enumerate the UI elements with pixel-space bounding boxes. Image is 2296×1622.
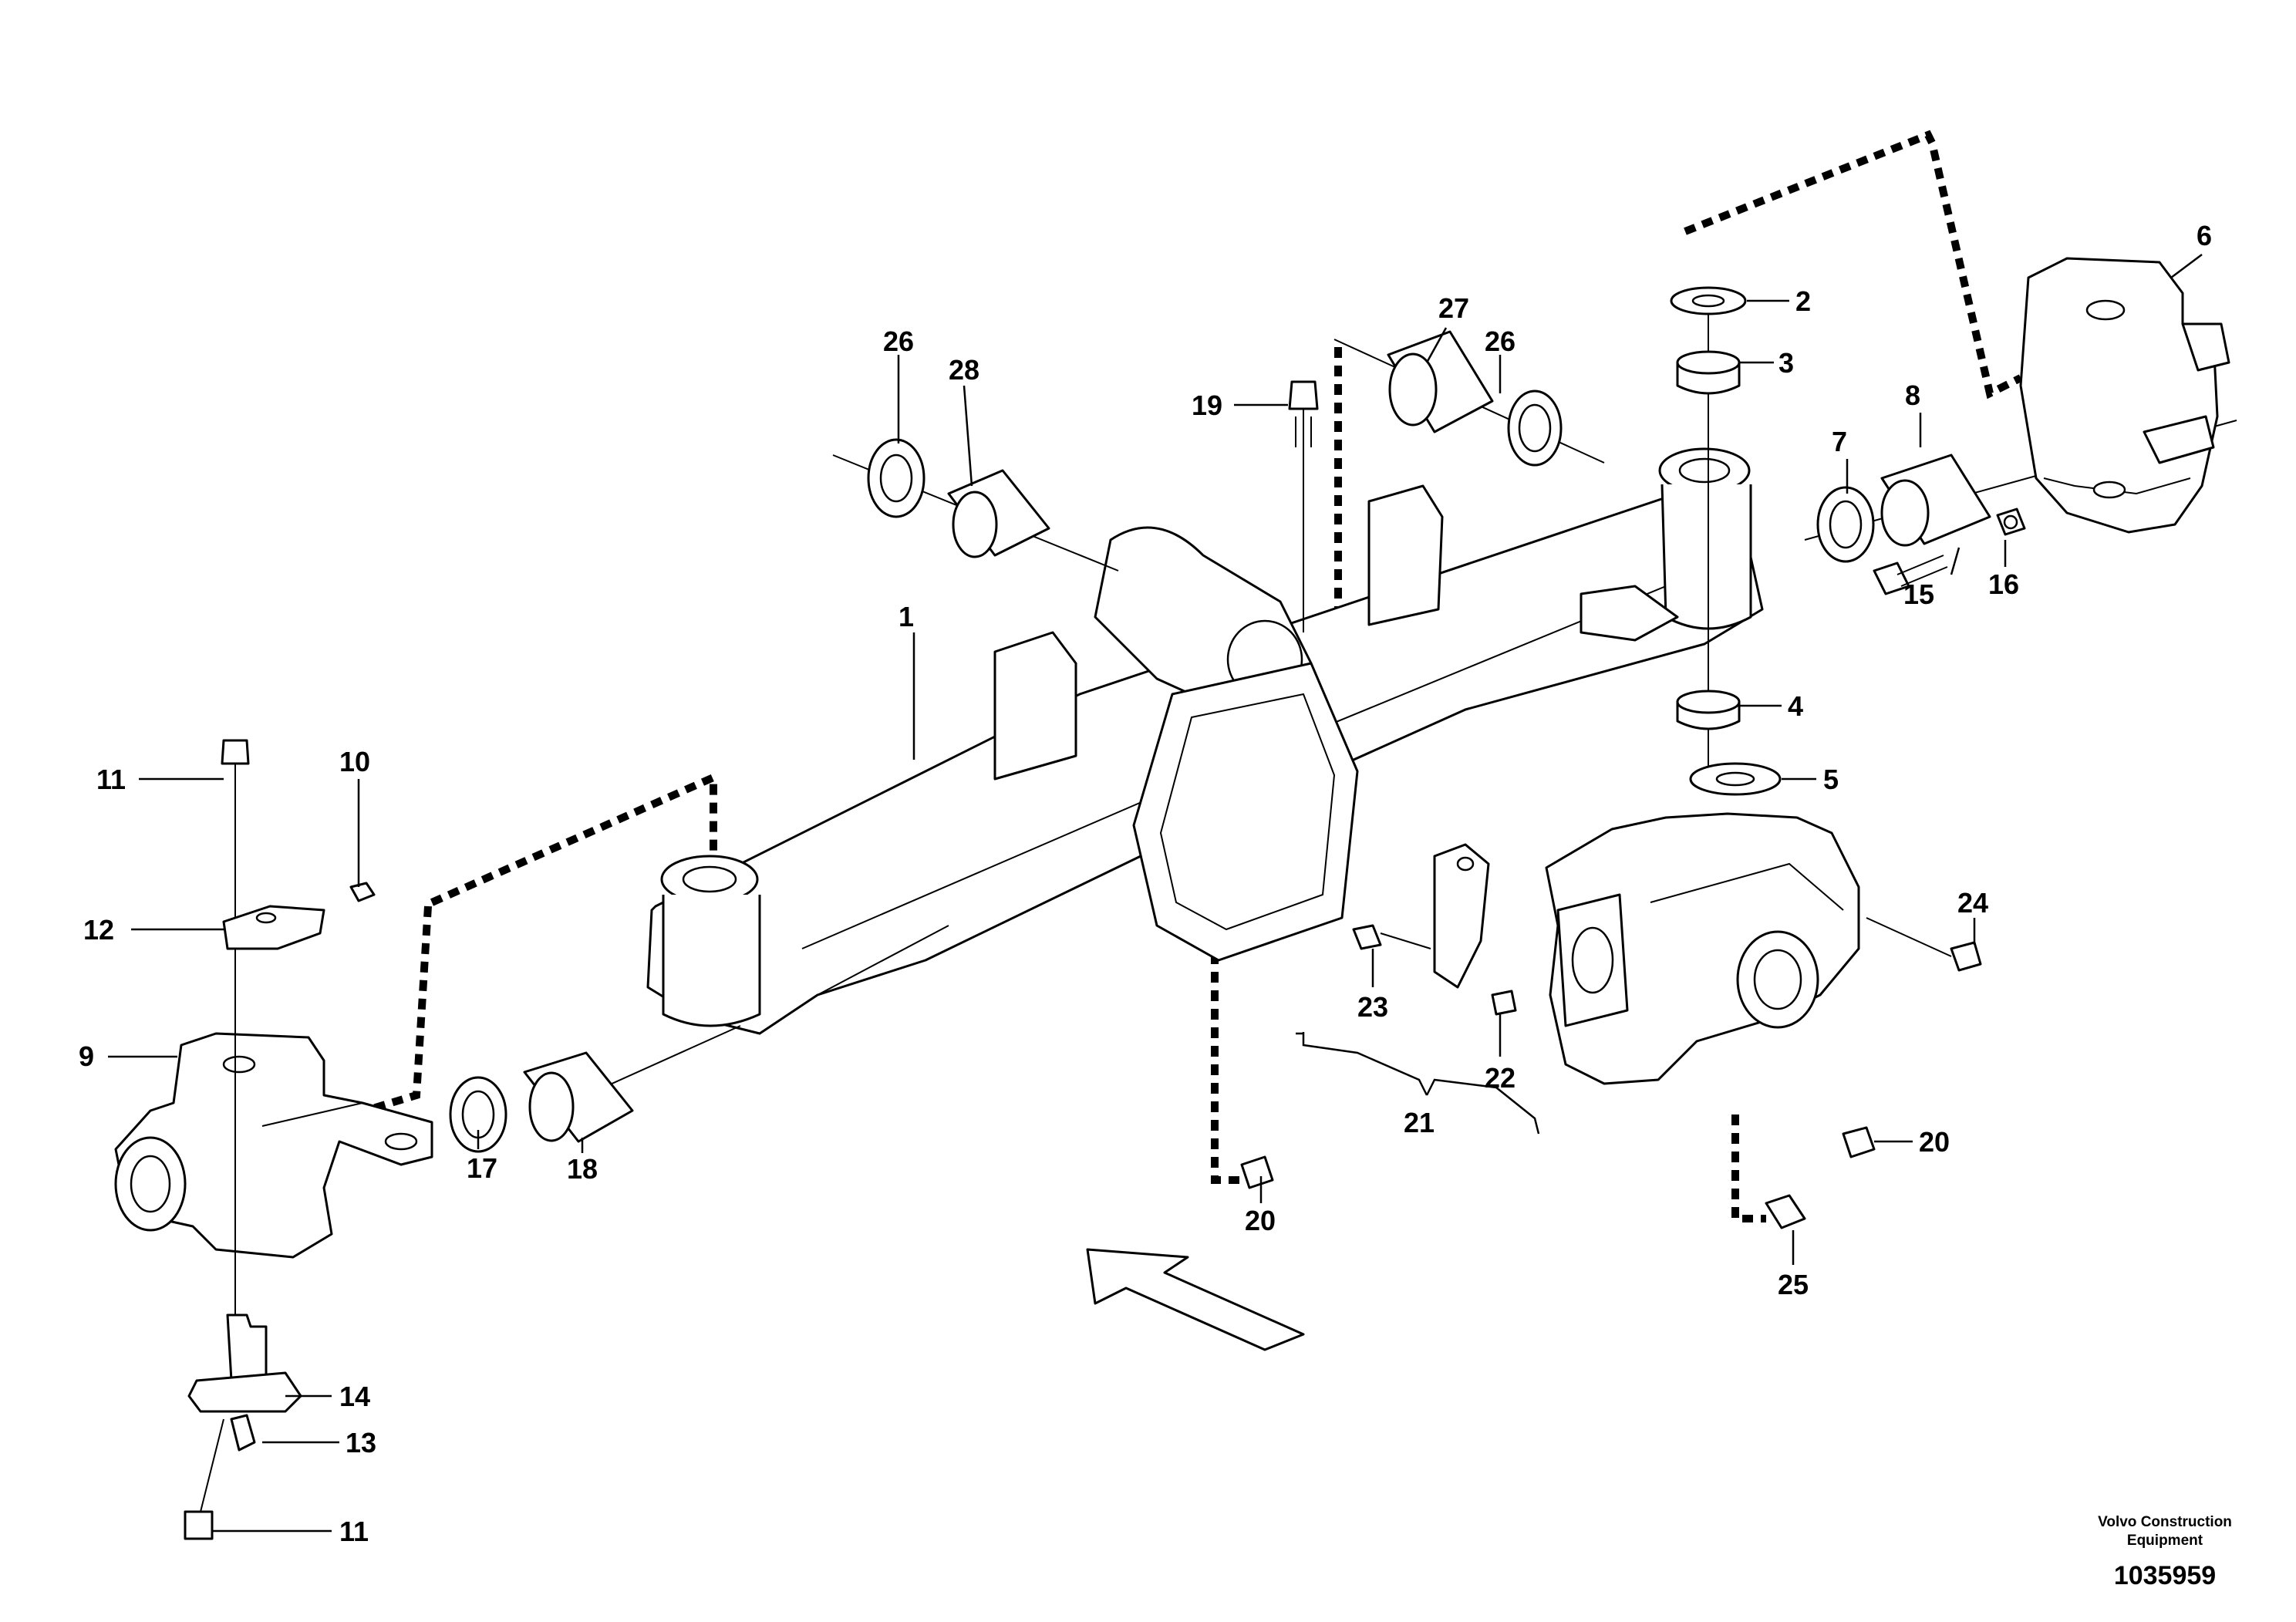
label-11-top: 11 [96, 764, 126, 795]
right-kingpin-parts [1670, 286, 1782, 796]
part-labels: 1 2 3 4 5 6 7 8 9 10 11 11 12 13 14 15 1… [79, 220, 2212, 1547]
label-22: 22 [1485, 1062, 1515, 1094]
label-27: 27 [1438, 292, 1469, 324]
nut-22 [1491, 990, 1517, 1016]
label-19: 19 [1192, 389, 1222, 421]
plate-14 [187, 1371, 302, 1413]
label-3: 3 [1778, 347, 1794, 379]
label-16: 16 [1988, 568, 2019, 600]
label-20-center: 20 [1245, 1205, 1276, 1236]
bolt-11-top [221, 739, 250, 765]
label-6: 6 [2197, 220, 2212, 251]
label-21: 21 [1404, 1107, 1435, 1138]
right-knuckle [2019, 257, 2230, 534]
left-knuckle [114, 1032, 433, 1259]
plug-25 [1765, 1194, 1806, 1229]
leader-lines [108, 254, 2203, 1533]
bearing-14 [226, 1313, 268, 1382]
plate-12 [222, 905, 325, 950]
brand-line-2: Equipment [2126, 1533, 2203, 1549]
label-23: 23 [1357, 991, 1388, 1023]
label-20-right: 20 [1919, 1126, 1950, 1158]
grease-nipple-13 [230, 1414, 256, 1452]
label-8: 8 [1905, 379, 1920, 411]
bolt-15-nut-16 [1873, 508, 2026, 595]
label-1: 1 [899, 601, 914, 632]
axle-beam [646, 447, 1764, 1035]
label-2: 2 [1795, 285, 1811, 317]
label-15: 15 [1903, 578, 1934, 610]
label-4: 4 [1788, 690, 1803, 722]
bolt-19 [1288, 380, 1319, 632]
label-7: 7 [1832, 426, 1847, 457]
plug-20-right [1842, 1126, 1876, 1158]
bolt-24 [1950, 941, 1982, 972]
direction-arrow [1086, 1248, 1305, 1351]
label-13: 13 [346, 1427, 376, 1458]
brand-line-1: Volvo Construction [2098, 1514, 2232, 1530]
label-14: 14 [339, 1381, 370, 1412]
label-10: 10 [339, 746, 370, 777]
label-5: 5 [1823, 764, 1839, 795]
label-28: 28 [949, 354, 979, 386]
label-26-left: 26 [883, 325, 914, 357]
grease-nipple-10 [349, 882, 376, 902]
label-12: 12 [83, 914, 114, 946]
plug-20-center [1240, 1155, 1274, 1189]
bushings-and-seals [449, 330, 2237, 1153]
bolt-23 [1352, 924, 1382, 950]
label-24: 24 [1957, 887, 1988, 919]
bolt-11-bottom [184, 1510, 214, 1540]
label-18: 18 [567, 1153, 598, 1185]
label-25: 25 [1778, 1269, 1809, 1300]
label-9: 9 [79, 1040, 94, 1072]
label-26-right: 26 [1485, 325, 1515, 357]
clamp-21 [1433, 843, 1490, 989]
left-kingpin-parts [184, 739, 376, 1540]
label-17: 17 [467, 1152, 497, 1184]
differential-housing [1240, 812, 1982, 1229]
drawing-number: 1035959 [2113, 1561, 2217, 1590]
label-11-bottom: 11 [339, 1516, 369, 1547]
